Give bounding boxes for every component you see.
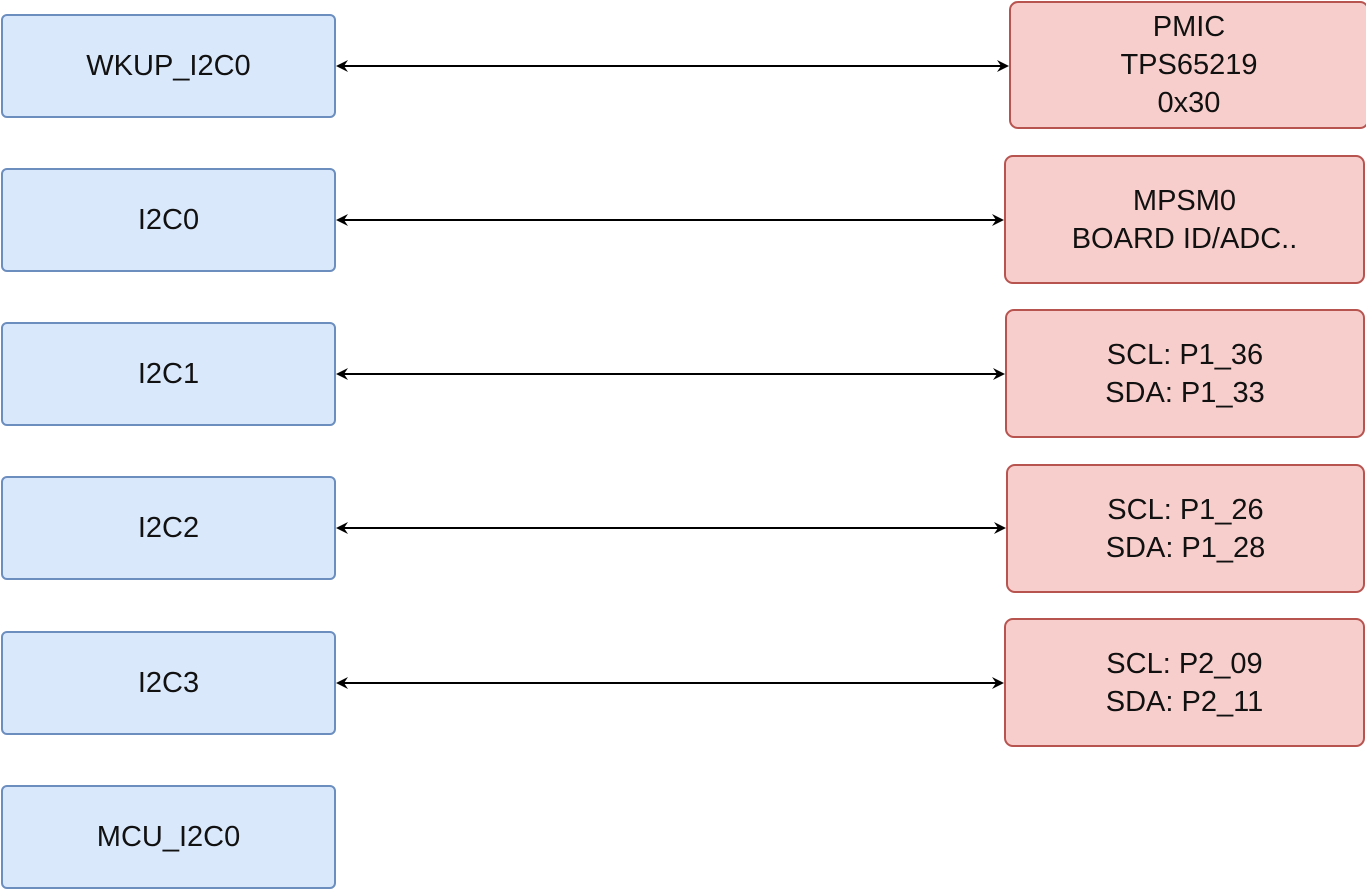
controller-label: I2C3 — [137, 667, 200, 699]
target-box-i2c1-pins[interactable]: SCL: P1_36 SDA: P1_33 — [1005, 309, 1365, 438]
target-line: BOARD ID/ADC.. — [1071, 222, 1298, 255]
target-box-mpsm0[interactable]: MPSM0 BOARD ID/ADC.. — [1004, 155, 1365, 284]
controller-box-i2c2[interactable]: I2C2 — [1, 476, 336, 580]
target-line: SCL: P2_09 — [1106, 647, 1263, 680]
controller-box-wkup-i2c0[interactable]: WKUP_I2C0 — [1, 14, 336, 118]
controller-box-mcu-i2c0[interactable]: MCU_I2C0 — [1, 785, 336, 889]
target-box-i2c3-pins[interactable]: SCL: P2_09 SDA: P2_11 — [1004, 618, 1365, 747]
target-line: SDA: P1_28 — [1105, 531, 1266, 564]
target-line: MPSM0 — [1132, 184, 1237, 217]
controller-box-i2c1[interactable]: I2C1 — [1, 322, 336, 426]
controller-box-i2c0[interactable]: I2C0 — [1, 168, 336, 272]
target-box-pmic[interactable]: PMIC TPS65219 0x30 — [1009, 1, 1366, 129]
target-line: SDA: P1_33 — [1105, 376, 1265, 409]
target-line: SCL: P1_26 — [1107, 493, 1264, 526]
target-line: 0x30 — [1157, 87, 1221, 119]
controller-label: I2C1 — [137, 358, 200, 390]
controller-label: I2C0 — [137, 204, 200, 236]
target-line: PMIC — [1152, 11, 1226, 43]
target-box-i2c2-pins[interactable]: SCL: P1_26 SDA: P1_28 — [1006, 464, 1365, 593]
target-line: SCL: P1_36 — [1106, 338, 1264, 371]
controller-box-i2c3[interactable]: I2C3 — [1, 631, 336, 735]
target-line: SDA: P2_11 — [1105, 685, 1264, 718]
target-line: TPS65219 — [1120, 49, 1258, 81]
controller-label: WKUP_I2C0 — [86, 50, 251, 82]
controller-label: MCU_I2C0 — [96, 821, 241, 853]
controller-label: I2C2 — [137, 512, 200, 544]
